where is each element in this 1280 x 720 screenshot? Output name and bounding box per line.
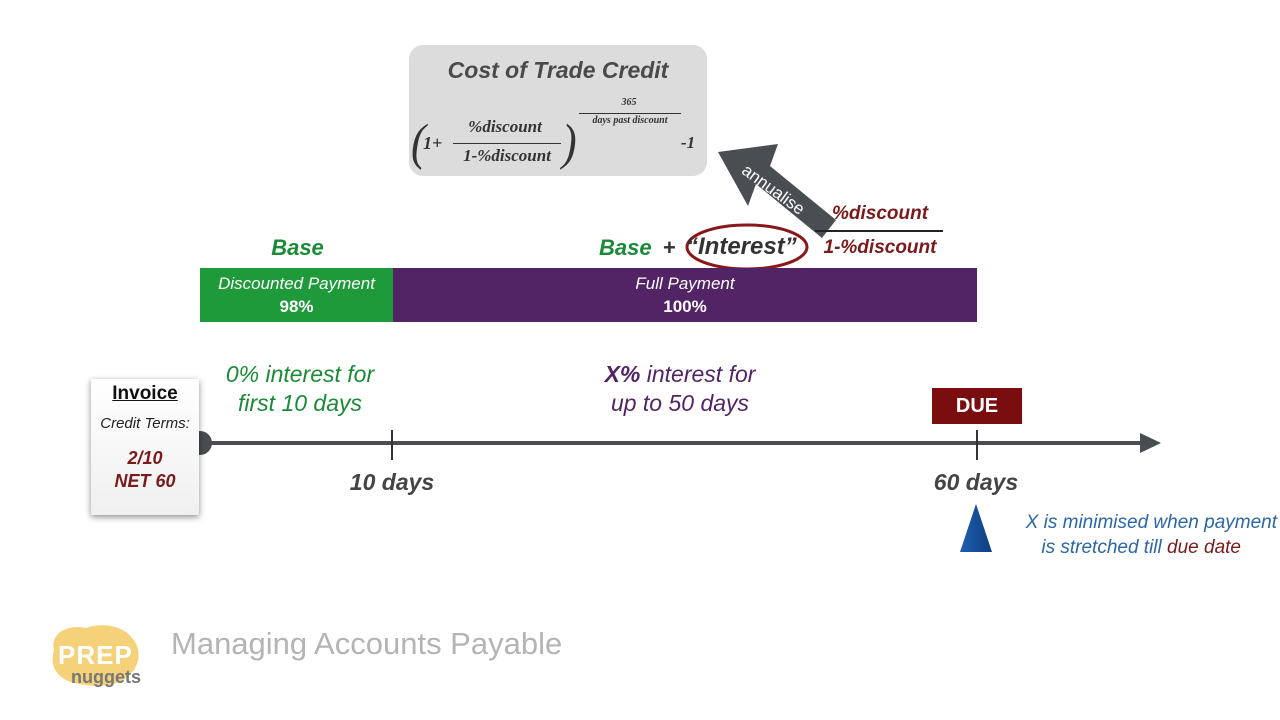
formula-exponent-line (579, 113, 681, 114)
base-label-right: Base (599, 235, 652, 260)
note-triangle-icon (960, 504, 992, 552)
period-first-line1: 0% interest for (225, 361, 375, 387)
invoice-title: Invoice (112, 383, 178, 404)
plus-sign: + (663, 235, 676, 260)
logo-nuggets-text: nuggets (71, 667, 141, 687)
period-second-line1: interest for (640, 361, 756, 387)
annualise-arrow-icon (718, 144, 836, 238)
logo-prep-text: PREP (58, 640, 133, 670)
invoice-terms-line2: NET 60 (114, 471, 176, 491)
note-line1: X is minimised when payment (1025, 512, 1277, 533)
formula-title: Cost of Trade Credit (447, 57, 669, 83)
formula-numerator: %discount (468, 117, 542, 136)
invoice-credit-terms-label: Credit Terms: (100, 415, 190, 432)
interest-fraction-numerator: %discount (831, 203, 929, 224)
period-first-line2: first 10 days (238, 390, 362, 416)
formula-box: Cost of Trade Credit ( 1+ %discount 1-%d… (409, 45, 707, 176)
note-due-date: due date (1167, 537, 1241, 558)
formula-exponent-denominator: days past discount (592, 115, 668, 126)
tick-10-days (391, 430, 393, 460)
tick-60-days-label: 60 days (933, 469, 1019, 495)
note-line2-prefix: is stretched till (1041, 537, 1168, 558)
discounted-payment-bar: Discounted Payment 98% (200, 268, 393, 322)
prep-nuggets-logo-icon (52, 625, 139, 686)
full-payment-bar: Full Payment 100% (393, 268, 977, 322)
tick-10-days-label: 10 days (349, 469, 435, 495)
formula-paren-left: ( (411, 114, 426, 171)
timeline-arrow (195, 430, 1161, 460)
discounted-payment-percent: 98% (279, 297, 314, 316)
full-payment-percent: 100% (663, 297, 707, 316)
period-first-text: 0% interest for first 10 days (205, 360, 395, 418)
interest-fraction-line (815, 230, 943, 232)
period-second-text: X% interest for up to 50 days (560, 360, 800, 418)
period-second-line2: up to 50 days (610, 390, 750, 416)
discounted-payment-label: Discounted Payment (218, 274, 375, 293)
period-second-bold: X% (604, 361, 641, 387)
formula-exponent-numerator: 365 (621, 97, 637, 108)
footer-title: Managing Accounts Payable (171, 626, 563, 661)
interest-label: “Interest” (686, 233, 797, 260)
formula-minus-one: -1 (681, 133, 696, 152)
tick-60-days (976, 430, 978, 460)
base-label-left: Base (271, 235, 324, 260)
formula-fraction-line (453, 143, 561, 144)
due-badge: DUE (932, 388, 1022, 424)
formula-paren-right: ) (562, 114, 577, 171)
invoice-terms-line1: 2/10 (127, 448, 163, 468)
note-line2: is stretched till due date (995, 535, 1277, 560)
formula-one-plus: 1+ (423, 133, 443, 153)
invoice-card: Invoice Credit Terms: 2/10 NET 60 (91, 379, 199, 515)
full-payment-label: Full Payment (635, 274, 735, 293)
interest-fraction-denominator: 1-%discount (823, 237, 937, 258)
note-text: X is minimised when payment is stretched… (995, 510, 1277, 560)
formula-denominator: 1-%discount (463, 146, 551, 165)
